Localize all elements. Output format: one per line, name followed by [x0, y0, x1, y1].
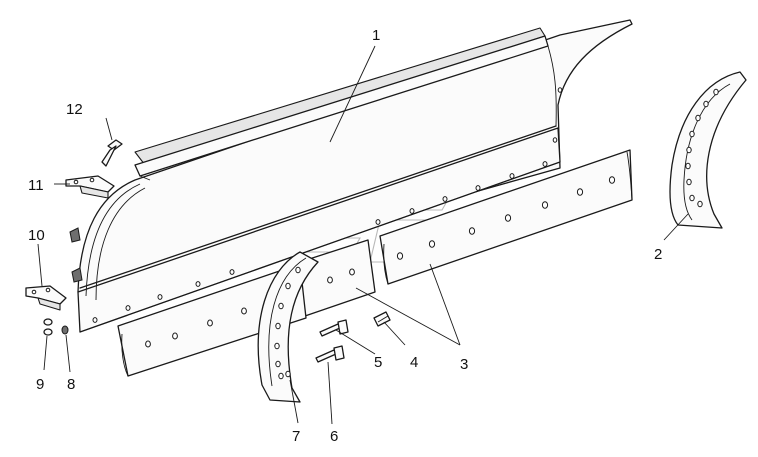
cutting-edge-right-holes: [396, 176, 616, 260]
bolt-6: [315, 345, 345, 363]
callout-1: 1: [372, 27, 380, 44]
washer-8: [61, 325, 69, 335]
callout-4: 4: [410, 354, 418, 371]
end-plate-left-holes: [274, 266, 301, 380]
leader-lines: [37, 45, 689, 425]
moldboard-blade: [69, 19, 633, 333]
end-plate-right: [669, 71, 747, 229]
callout-11: 11: [28, 177, 44, 194]
callout-7: 7: [292, 428, 300, 445]
callout-9: 9: [36, 376, 44, 393]
callout-10: 10: [28, 227, 45, 244]
bolt-4: [373, 311, 391, 327]
callout-2: 2: [654, 246, 662, 263]
cutting-edge-right: [379, 149, 633, 285]
callout-6: 6: [330, 428, 338, 445]
blade-bolt-holes: [92, 87, 563, 323]
nut-9: [43, 318, 53, 336]
bracket-11: [65, 175, 115, 199]
callout-12: 12: [66, 101, 83, 118]
callout-5: 5: [374, 354, 382, 371]
bracket-10: [25, 285, 67, 311]
cutting-edge-left-holes: [145, 307, 247, 348]
end-plate-right-holes: [685, 88, 719, 208]
callout-labels: 1 2 3 4 5 6 7 8 9 10 11 12: [28, 27, 662, 445]
callout-3: 3: [460, 356, 468, 373]
bolt-12: [101, 139, 123, 167]
bolt-5: [319, 319, 349, 337]
cutting-edge-middle: [299, 239, 376, 317]
cutting-edge-left: [117, 263, 307, 377]
end-plate-left: [257, 251, 319, 403]
callout-8: 8: [67, 376, 75, 393]
